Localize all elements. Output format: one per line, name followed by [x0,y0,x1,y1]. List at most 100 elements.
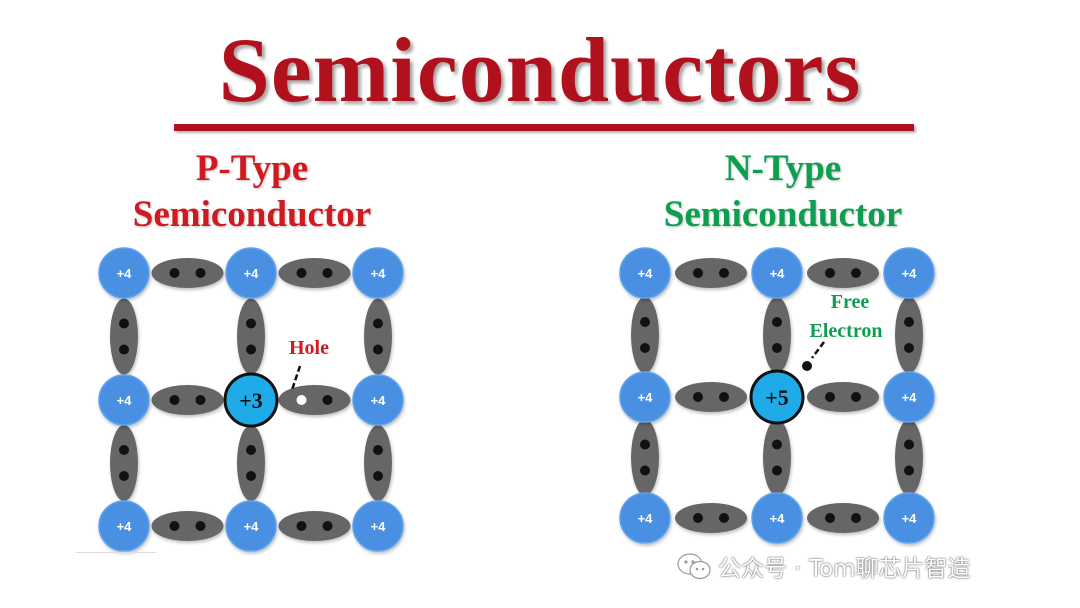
electron-dot [322,268,333,278]
bond-horizontal [151,258,224,288]
watermark-text: 公众号 · Tom聊芯片智造 [718,556,971,582]
electron-dot [719,268,729,278]
bond-horizontal [675,258,747,288]
bond-vertical [237,425,265,501]
silicon-atom-label: +4 [244,266,260,281]
bond-horizontal [278,511,351,541]
silicon-atom-label: +4 [638,511,654,526]
silicon-atom-label: +4 [244,519,260,534]
bond-horizontal [151,385,224,415]
bond-vertical [364,298,392,375]
electron-dot [119,445,129,455]
silicon-atom [883,247,935,299]
dopant-atom [749,369,805,425]
electron-dot [640,317,650,327]
silicon-atom-label: +4 [117,519,133,534]
electron-dot [719,392,729,402]
electron-dot [825,268,835,278]
electron-dot [772,317,782,327]
silicon-atom-label: +4 [770,266,786,281]
ntype-title: N-Type Semiconductor [553,146,1013,238]
electron-dot [373,318,383,329]
silicon-atom-label: +4 [117,393,133,408]
electron-dot [640,343,650,353]
electron-dot [640,465,650,476]
silicon-atom [619,492,671,544]
bond-vertical [364,425,392,501]
electron-dot [119,344,129,355]
bond-vertical [237,298,265,375]
dopant-atom [223,372,279,428]
electron-dot [119,471,129,481]
bond-vertical [763,297,791,373]
bond-horizontal [807,382,879,412]
title-underline [174,124,914,131]
bond-horizontal [807,503,879,533]
silicon-atom-label: +4 [638,390,654,405]
silicon-atom-label: +4 [371,393,387,408]
bond-vertical [631,419,659,496]
bond-vertical [631,297,659,373]
silicon-atom [883,371,935,423]
bond-horizontal [675,503,747,533]
bond-horizontal [151,511,224,541]
silicon-atom-label: +4 [902,266,918,281]
watermark: 公众号 · Tom聊芯片智造 [676,548,971,584]
electron-dot [373,445,383,455]
electron-dot [119,318,129,329]
electron-dot [246,471,256,481]
dopant-atom-label: +3 [239,388,263,413]
silicon-atom [751,492,803,544]
electron-dot [169,395,180,405]
ptype-title: P-Type Semiconductor [22,146,482,238]
electron-dot [904,439,914,450]
silicon-atom [352,247,404,299]
silicon-atom-label: +4 [770,511,786,526]
silicon-atom-label: +4 [371,519,387,534]
silicon-atom-label: +4 [902,511,918,526]
electron-dot [693,513,703,523]
bond-vertical [895,297,923,373]
ptype-title-line2: Semiconductor [132,194,372,235]
electron-dot [825,392,835,402]
electron-dot [246,318,256,329]
silicon-atom [352,374,404,426]
ptype-title-line1: P-Type [195,148,309,189]
electron-dot [195,521,206,531]
electron-dot [195,268,206,278]
bond-horizontal [807,258,879,288]
electron-dot [772,343,782,353]
silicon-atom [883,492,935,544]
free-electron-pointer [811,341,825,359]
silicon-atom [98,374,150,426]
bond-horizontal [278,385,351,415]
electron-dot [169,268,180,278]
bond-vertical [110,425,138,501]
silicon-atom [225,500,277,552]
electron-dot [904,343,914,353]
silicon-atom-label: +4 [117,266,133,281]
electron-dot [772,439,782,450]
page-title: Semiconductors [218,19,862,121]
silicon-atom [619,247,671,299]
electron-dot [373,344,383,355]
silicon-atom [98,247,150,299]
electron-dot [904,317,914,327]
bond-vertical [110,298,138,375]
electron-dot [640,439,650,450]
divider [76,552,156,553]
dopant-atom-label: +5 [765,385,789,410]
free-electron-dot [802,361,812,371]
free-electron-annotation: Free [831,291,870,313]
electron-dot [246,344,256,355]
electron-dot [195,395,206,405]
bond-horizontal [675,382,747,412]
hole-dot [296,395,307,405]
electron-dot [296,268,307,278]
ntype-title-line1: N-Type [724,148,842,189]
electron-dot [169,521,180,531]
bond-horizontal [278,258,351,288]
bond-vertical [895,419,923,496]
